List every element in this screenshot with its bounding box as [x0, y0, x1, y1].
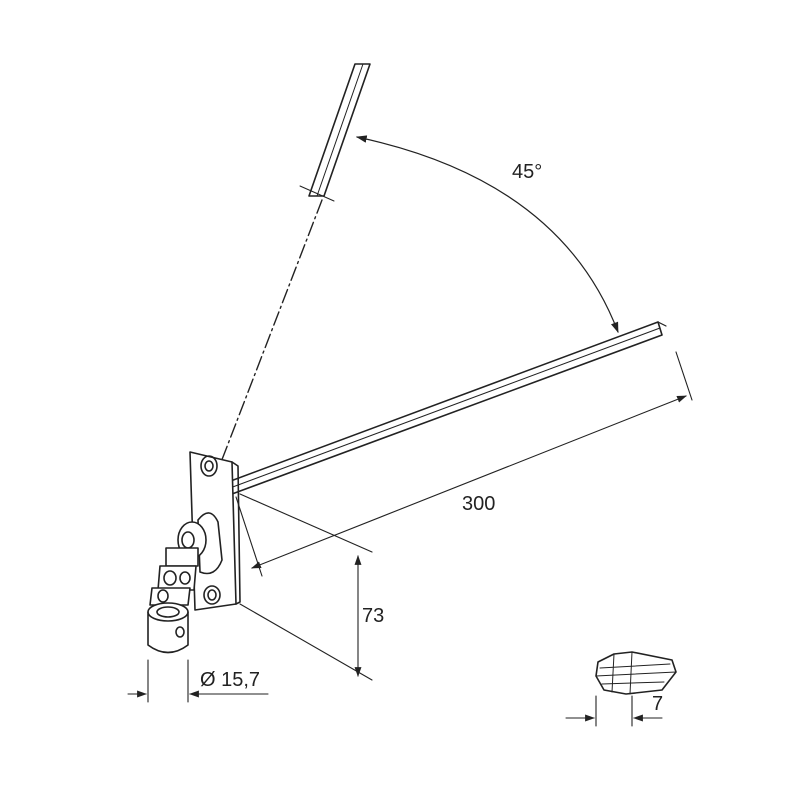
height-label: 73	[362, 605, 384, 627]
angle-label: 45°	[512, 161, 542, 183]
length-label: 300	[462, 493, 495, 515]
diameter-dimension	[127, 659, 269, 703]
swing-centerline	[217, 199, 323, 471]
main-rod	[227, 321, 667, 495]
hex-bar-detail	[595, 651, 677, 695]
hex-width-dimension	[565, 695, 663, 727]
diameter-label: Ø 15,7	[200, 669, 260, 691]
length-dimension	[235, 351, 693, 577]
socket-cylinder	[147, 602, 189, 654]
height-dimension	[239, 493, 373, 681]
rod-raised-position	[299, 63, 371, 202]
angle-arc	[355, 135, 619, 334]
hex-width-label: 7	[652, 693, 663, 715]
universal-joint	[149, 547, 199, 606]
mounting-bracket	[177, 451, 241, 611]
